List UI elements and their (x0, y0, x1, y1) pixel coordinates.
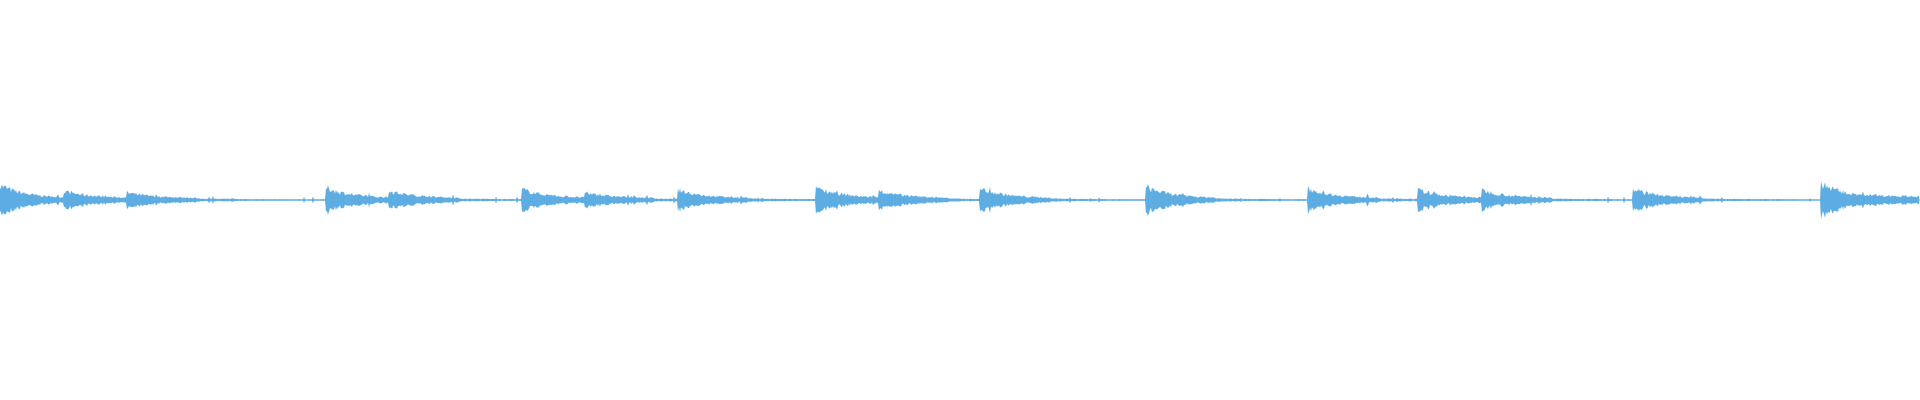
audio-waveform (0, 180, 1920, 220)
waveform-view (0, 180, 1920, 220)
